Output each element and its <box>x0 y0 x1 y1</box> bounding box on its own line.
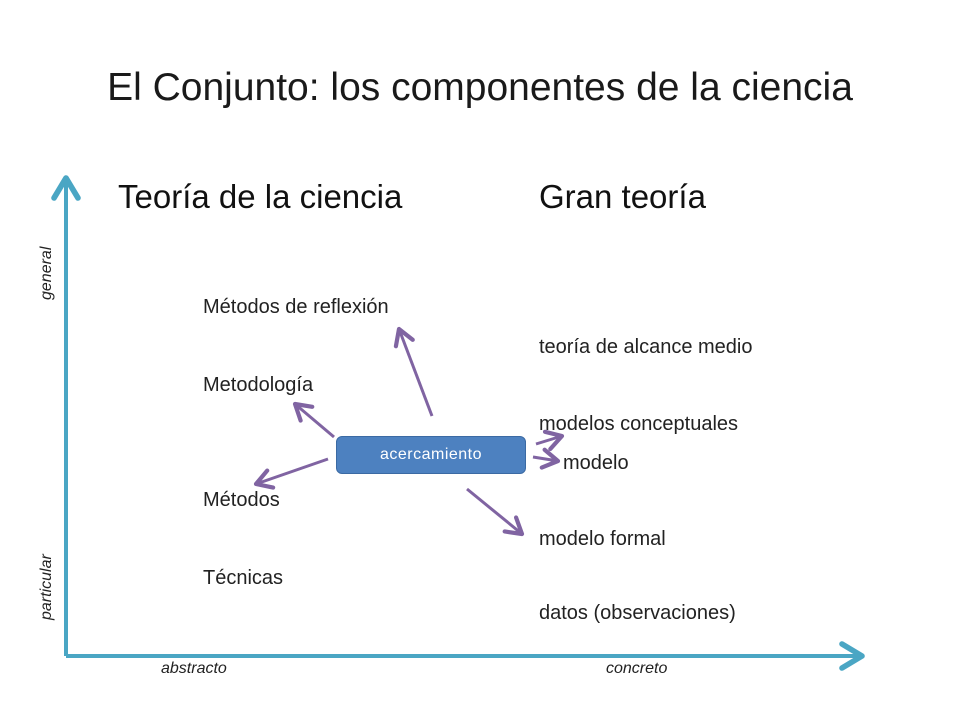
y-axis-label-general: general <box>38 246 55 300</box>
item-methods: Métodos <box>203 489 280 511</box>
approach-label: acercamiento <box>379 446 483 463</box>
heading-grand-theory: Gran teoría <box>539 178 706 215</box>
heading-theory-of-science: Teoría de la ciencia <box>118 178 403 215</box>
x-axis-label-concrete: concreto <box>606 660 668 677</box>
arrow-to-conceptual-models <box>535 429 565 452</box>
arrow-to-formal-model <box>466 487 525 537</box>
arrow-to-methodology <box>292 401 335 439</box>
x-axis-label-abstract: abstracto <box>161 660 227 677</box>
item-formal-model: modelo formal <box>539 528 666 550</box>
approach-box: acercamiento <box>336 436 526 474</box>
item-conceptual-models: modelos conceptuales <box>539 413 739 435</box>
item-reflection-methods: Métodos de reflexión <box>203 296 389 318</box>
arrow-to-model <box>532 447 561 470</box>
arrow-to-reflection-methods <box>393 326 434 417</box>
item-methodology: Metodología <box>203 374 314 396</box>
item-middle-range-theory: teoría de alcance medio <box>539 336 753 358</box>
item-techniques: Técnicas <box>203 567 284 589</box>
arrow-to-methods <box>253 457 329 490</box>
item-model: modelo <box>563 452 629 474</box>
y-axis-label-particular: particular <box>38 554 55 620</box>
item-data-observations: datos (observaciones) <box>539 602 736 624</box>
slide-title: El Conjunto: los componentes de la cienc… <box>107 66 853 109</box>
